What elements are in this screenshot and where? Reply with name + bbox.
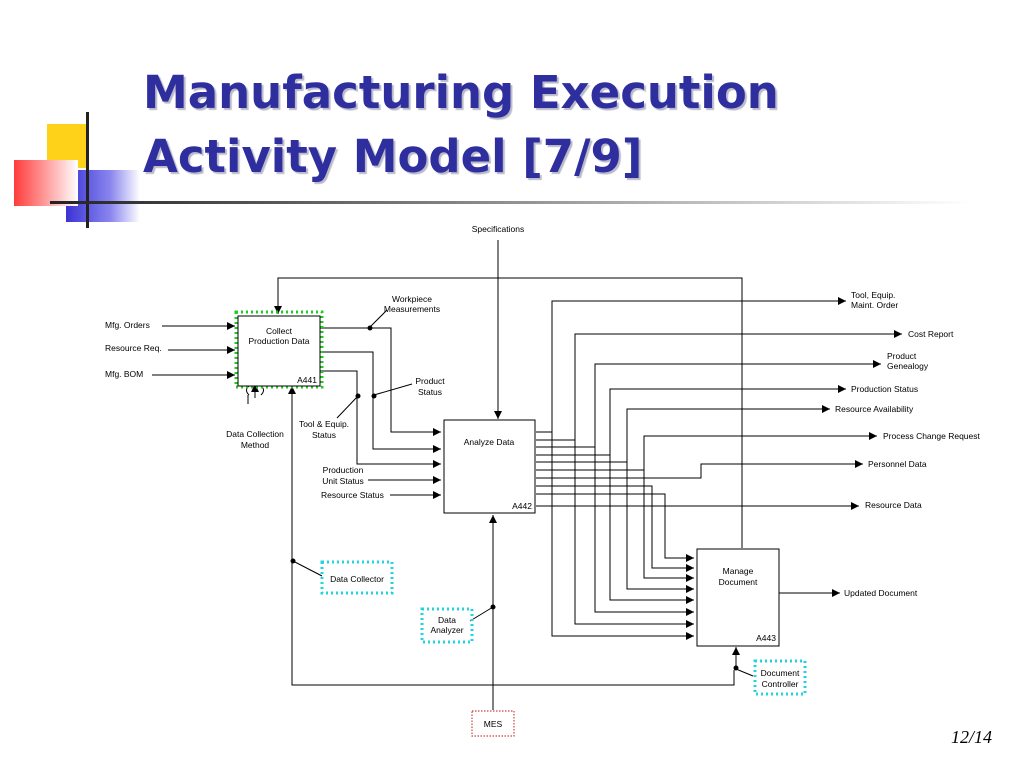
output-process-change-request: Process Change Request — [883, 431, 981, 441]
resource-status-label: Resource Status — [321, 490, 384, 500]
activity-box-a443: Manage Document A443 — [696, 548, 780, 647]
product-status-line-2: Status — [418, 387, 442, 397]
workpiece-line-1: Workpiece — [392, 294, 432, 304]
mechanism-document-controller: Document Controller — [753, 659, 807, 696]
slide-title-line-1: Manufacturing Execution — [143, 66, 779, 119]
deco-blue-square — [66, 170, 140, 222]
output-tool-equip-line-2: Maint. Order — [851, 300, 898, 310]
a441-label-line-1: Collect — [266, 326, 293, 336]
input-resource-req: Resource Req. — [105, 343, 162, 353]
product-status-line-1: Product — [415, 376, 445, 386]
a441-label-line-2: Production Data — [249, 336, 310, 346]
output-resource-data: Resource Data — [865, 500, 922, 510]
output-resource-availability: Resource Availability — [835, 404, 914, 414]
output-product-genealogy-line-1: Product — [887, 351, 917, 361]
control-label-line-2: Method — [241, 440, 270, 450]
slide-title-line-2: Activity Model [7/9] — [143, 130, 643, 183]
page-number: 12/14 — [950, 727, 992, 747]
production-unit-status-line-2: Unit Status — [322, 476, 364, 486]
output-production-status: Production Status — [851, 384, 918, 394]
control-label-line-1: Data Collection — [226, 429, 284, 439]
data-analyzer-line-1: Data — [438, 615, 456, 625]
deco-red-square — [14, 160, 78, 206]
mes-label: MES — [484, 719, 503, 729]
a442-label: Analyze Data — [464, 437, 515, 447]
output-product-genealogy-line-2: Genealogy — [887, 361, 929, 371]
corner-decoration — [14, 112, 970, 228]
activity-box-a442: Analyze Data A442 — [443, 419, 536, 514]
mechanism-mes: MES — [471, 710, 515, 737]
a443-code: A443 — [756, 633, 776, 643]
deco-vertical-line — [86, 112, 89, 228]
document-controller-line-1: Document — [761, 668, 800, 678]
a441-code: A441 — [297, 375, 317, 385]
specifications-label: Specifications — [472, 224, 524, 234]
output-cost-report: Cost Report — [908, 329, 954, 339]
diagram-labels: Specifications Mfg. Orders Resource Req.… — [105, 224, 981, 598]
input-mfg-bom: Mfg. BOM — [105, 369, 143, 379]
deco-horizontal-line — [50, 201, 970, 204]
production-unit-status-line-1: Production — [323, 465, 364, 475]
data-analyzer-line-2: Analyzer — [430, 625, 463, 635]
tool-equip-status-line-2: Status — [312, 430, 336, 440]
junction-dots — [290, 325, 739, 671]
output-tool-equip-line-1: Tool, Equip. — [851, 290, 895, 300]
data-collector-label: Data Collector — [330, 574, 384, 584]
input-mfg-orders: Mfg. Orders — [105, 320, 150, 330]
mechanism-data-analyzer: Data Analyzer — [420, 607, 474, 644]
activity-box-a441: Collect Production Data A441 — [234, 310, 324, 389]
workpiece-line-2: Measurements — [384, 304, 440, 314]
tool-equip-status-line-1: Tool & Equip. — [299, 419, 349, 429]
output-personnel-data: Personnel Data — [868, 459, 927, 469]
connector-lines — [152, 240, 902, 710]
output-updated-document: Updated Document — [844, 588, 918, 598]
mechanism-data-collector: Data Collector — [320, 560, 394, 595]
document-controller-line-2: Controller — [762, 679, 799, 689]
a443-label-line-2: Document — [719, 577, 758, 587]
a442-code: A442 — [512, 501, 532, 511]
a443-label-line-1: Manage — [723, 566, 754, 576]
